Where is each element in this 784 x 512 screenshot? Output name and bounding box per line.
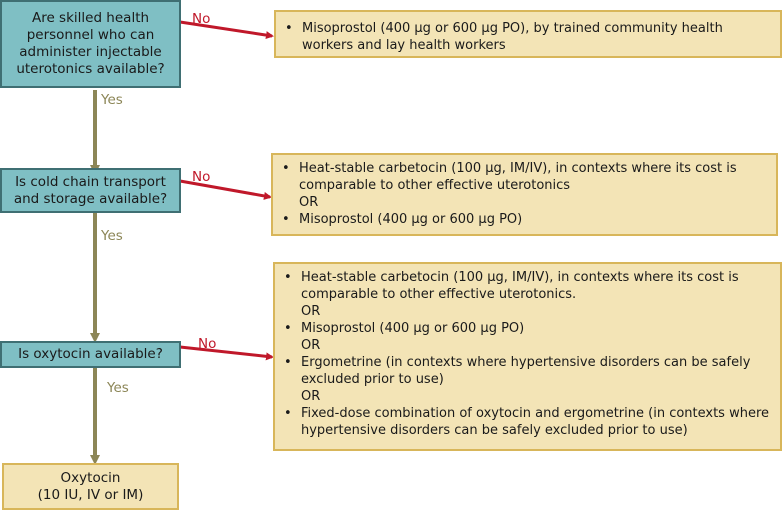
outcome-box-2: Heat-stable carbetocin (100 µg, IM/IV), … [271,153,778,236]
or-text: OR [301,389,321,404]
outcome-list: Heat-stable carbetocin (100 µg, IM/IV), … [273,160,766,228]
question-cold-chain: Is cold chain transport and storage avai… [0,168,181,213]
no-arrow-3 [179,345,274,361]
outcome-list: Heat-stable carbetocin (100 µg, IM/IV), … [275,269,770,439]
or-separator: OR [275,388,770,405]
or-separator: OR [275,303,770,320]
yes-label-1: Yes [101,92,123,108]
outcome-item: Heat-stable carbetocin (100 µg, IM/IV), … [275,269,770,303]
no-label-1: No [192,11,211,27]
outcome-item: Heat-stable carbetocin (100 µg, IM/IV), … [273,160,766,194]
question-skilled-personnel: Are skilled health personnel who can adm… [0,0,181,88]
outcome-box-1: Misoprostol (400 µg or 600 µg PO), by tr… [274,10,782,58]
no-label-2: No [192,169,211,185]
or-text: OR [301,338,321,353]
outcome-item: Misoprostol (400 µg or 600 µg PO) [273,211,766,228]
outcome-item: Misoprostol (400 µg or 600 µg PO) [275,320,770,337]
outcome-list: Misoprostol (400 µg or 600 µg PO), by tr… [276,20,770,54]
final-line-1: Oxytocin [60,469,121,486]
no-arrow-2 [179,179,272,200]
no-label-3: No [198,336,217,352]
question-text: Is oxytocin available? [18,346,163,362]
or-separator: OR [275,337,770,354]
or-text: OR [299,195,319,210]
yes-label-3: Yes [107,380,129,396]
final-outcome-oxytocin: Oxytocin (10 IU, IV or IM) [2,463,179,510]
question-text: Are skilled health personnel who can adm… [16,10,165,77]
question-oxytocin: Is oxytocin available? [0,341,181,368]
question-text: Is cold chain transport and storage avai… [13,173,168,207]
outcome-item: Ergometrine (in contexts where hypertens… [275,354,770,388]
or-separator: OR [273,194,766,211]
no-arrow-1 [179,20,274,40]
or-text: OR [301,304,321,319]
final-line-2: (10 IU, IV or IM) [37,486,144,503]
outcome-box-3: Heat-stable carbetocin (100 µg, IM/IV), … [273,262,782,451]
yes-label-2: Yes [101,228,123,244]
outcome-item: Fixed-dose combination of oxytocin and e… [275,405,770,439]
outcome-item: Misoprostol (400 µg or 600 µg PO), by tr… [276,20,770,54]
